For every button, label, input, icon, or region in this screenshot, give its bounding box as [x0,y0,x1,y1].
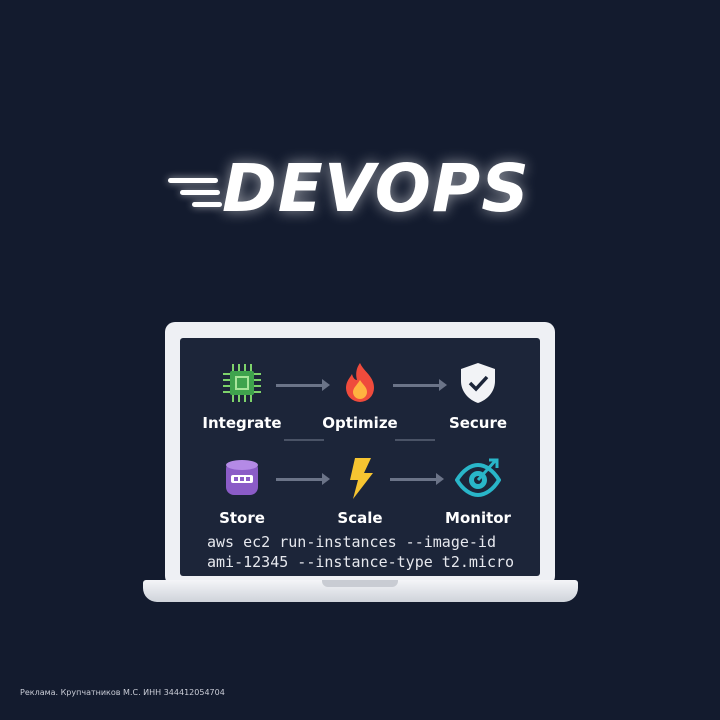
laptop-notch [322,580,398,587]
laptop-base [143,580,578,602]
shield-check-icon [461,363,495,403]
database-icon [226,460,258,495]
fire-icon [346,363,374,402]
ad-disclaimer: Реклама. Крупчатников М.С. ИНН 344412054… [20,688,225,697]
speed-line [192,202,222,207]
step-scale: Scale [305,455,415,527]
step-store: Store [187,455,297,527]
step-label: Monitor [445,509,511,527]
chip-icon [223,364,261,402]
command-line-2: ami-12345 --instance-type t2.micro [207,553,515,571]
devops-title: DEVOPS [222,150,530,227]
step-secure: Secure [423,360,533,432]
step-integrate: Integrate [187,360,297,432]
divider [395,439,435,441]
arrow-icon [393,379,447,391]
arrow-icon [276,379,330,391]
step-monitor: Monitor [423,455,533,527]
arrow-icon [390,473,444,485]
step-label: Store [219,509,265,527]
step-label: Secure [448,414,508,432]
divider [284,439,324,441]
eye-target-icon [455,458,501,498]
step-label: Scale [337,509,383,527]
step-label: Optimize [322,414,398,432]
step-optimize: Optimize [305,360,415,432]
step-label: Integrate [202,414,282,432]
command-line-1: aws ec2 run-instances --image-id [207,533,496,551]
lightning-icon [350,458,373,499]
speed-line [168,178,218,183]
speed-line [180,190,220,195]
arrow-icon [276,473,330,485]
